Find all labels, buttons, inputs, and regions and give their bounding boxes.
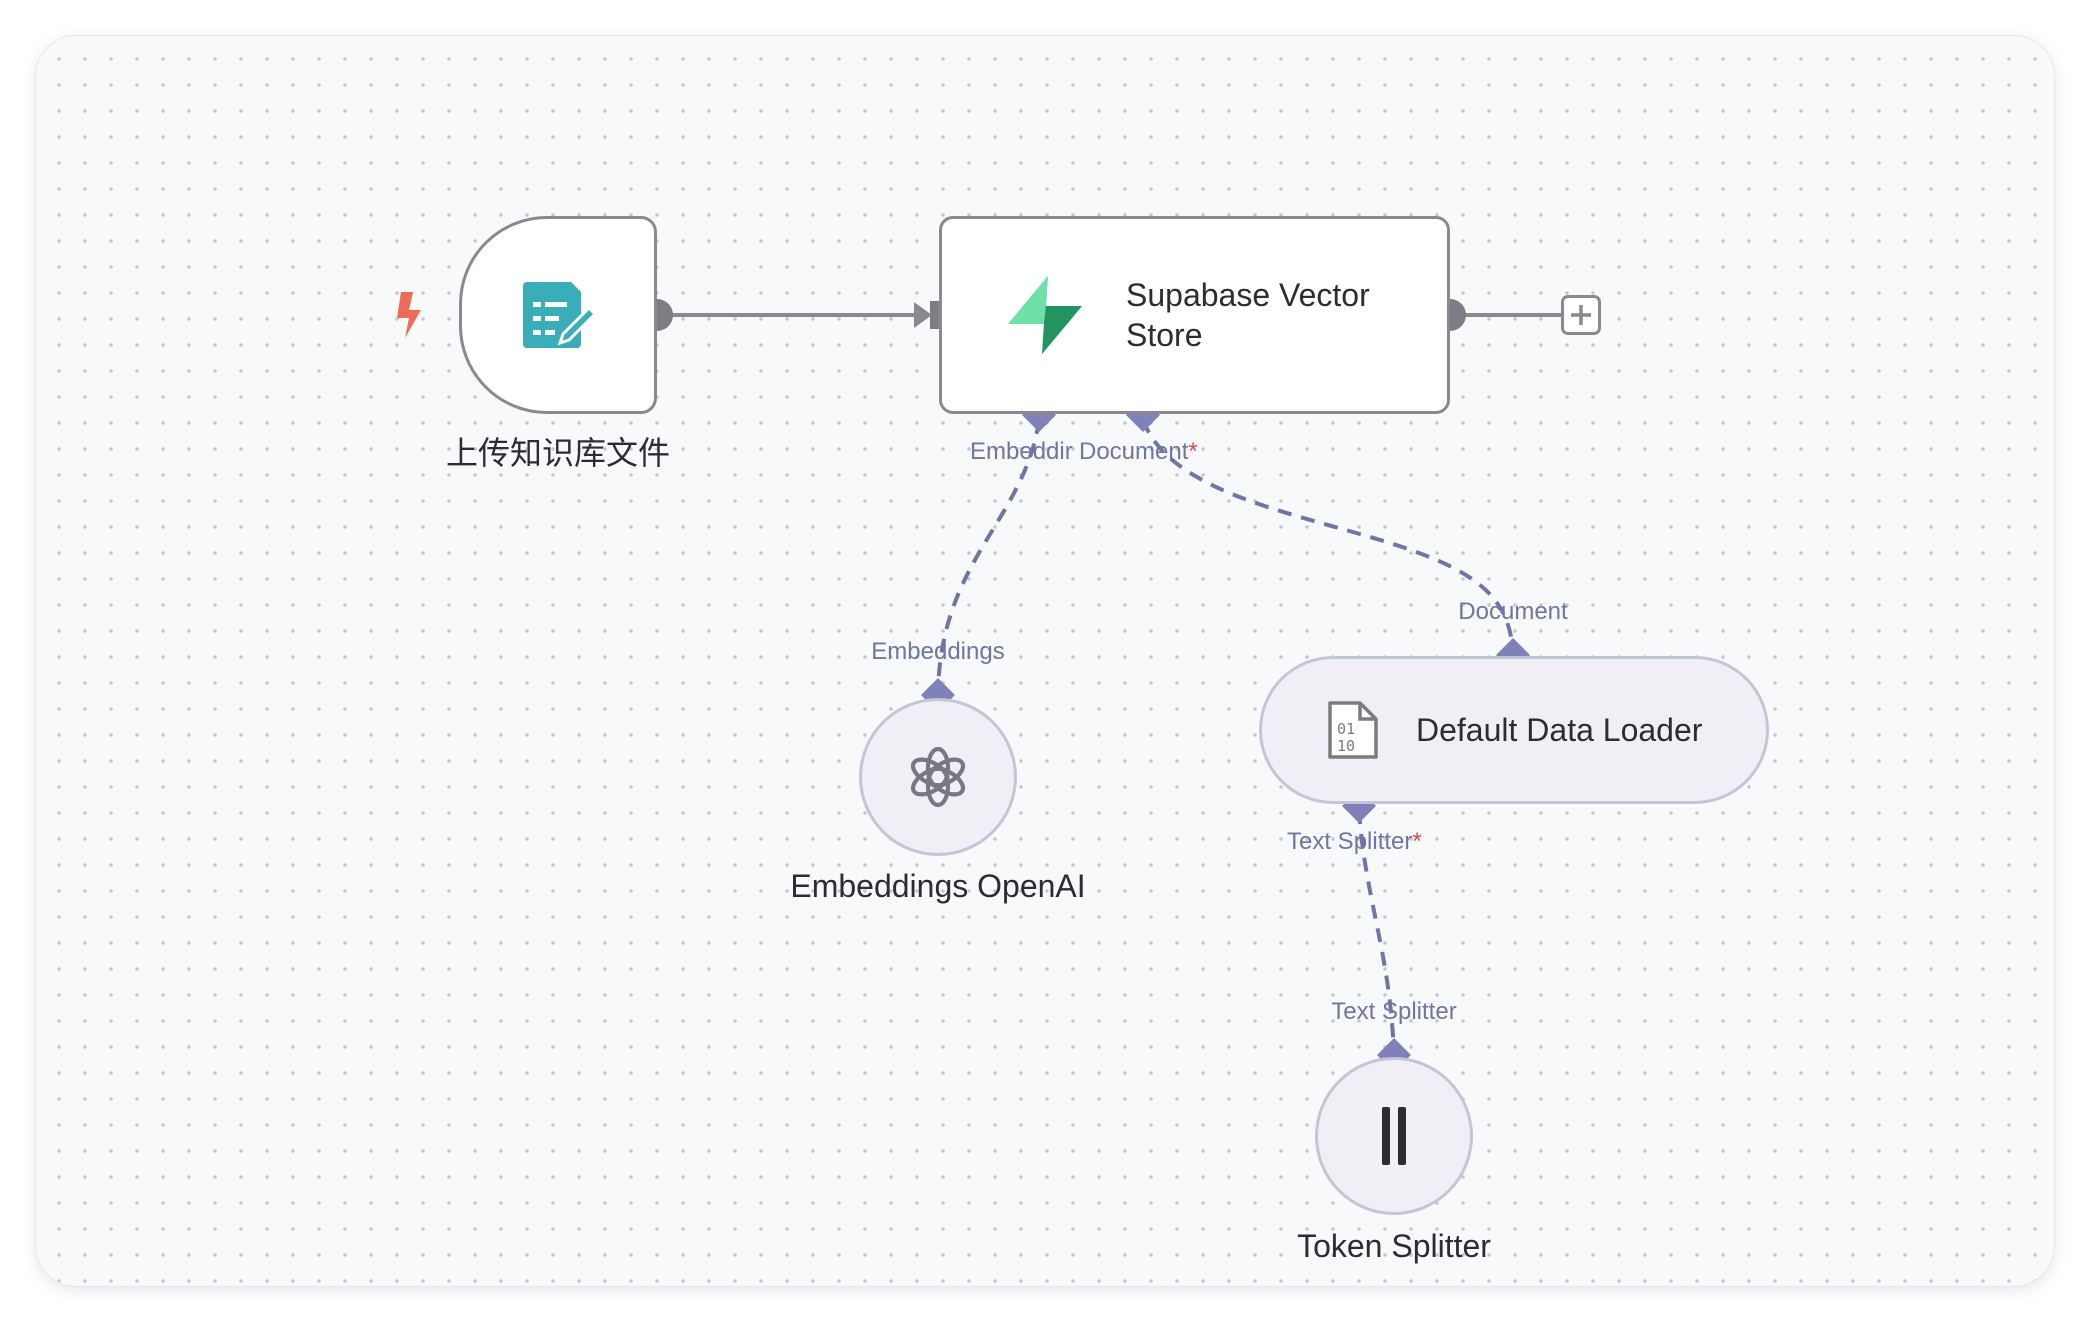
embedding-connection[interactable] [936,419,1041,695]
embeddings-output-label: Embeddings [871,638,1005,665]
add-node-button[interactable] [1561,295,1601,335]
splitter-output-label: Text Splitter [1331,998,1457,1025]
embeddings-node-label: Embeddings OpenAI [790,868,1086,904]
trigger-node[interactable] [459,216,657,414]
loader-document-output-label: Document [1458,598,1568,625]
document-connection[interactable] [1141,419,1515,656]
svg-text:01: 01 [1337,720,1355,738]
svg-text:10: 10 [1337,737,1355,755]
lightning-bolt-icon [397,292,421,338]
required-marker: * [1412,828,1422,855]
binary-document-icon: 01 10 [1328,701,1378,759]
embeddings-openai-node[interactable] [859,698,1017,856]
openai-logo-icon [910,746,966,808]
vector-store-node[interactable]: Supabase Vector Store [939,216,1450,414]
required-marker: * [1188,438,1198,465]
vector-store-title: Supabase Vector Store [1126,277,1370,353]
plus-icon [1571,305,1591,325]
form-edit-icon [523,282,597,348]
workflow-canvas[interactable]: 上传知识库文件 Supabase Vector Store Embeddir D… [36,36,2054,1286]
splitter-bars-icon [1382,1107,1406,1165]
data-loader-title: Default Data Loader [1416,711,1703,748]
supabase-logo-icon [1008,276,1082,354]
connection-arrowhead [914,302,932,328]
loader-text-splitter-label: Text Splitter* [1287,828,1422,855]
token-splitter-node[interactable] [1315,1057,1473,1215]
document-port-label: Document* [1079,438,1198,465]
embedding-port-label: Embeddir [970,438,1073,465]
text-splitter-connection[interactable] [1357,809,1396,1056]
trigger-node-label: 上传知识库文件 [445,435,671,471]
default-data-loader-node[interactable]: 01 10 Default Data Loader [1259,656,1769,804]
token-splitter-node-label: Token Splitter [1297,1228,1491,1264]
